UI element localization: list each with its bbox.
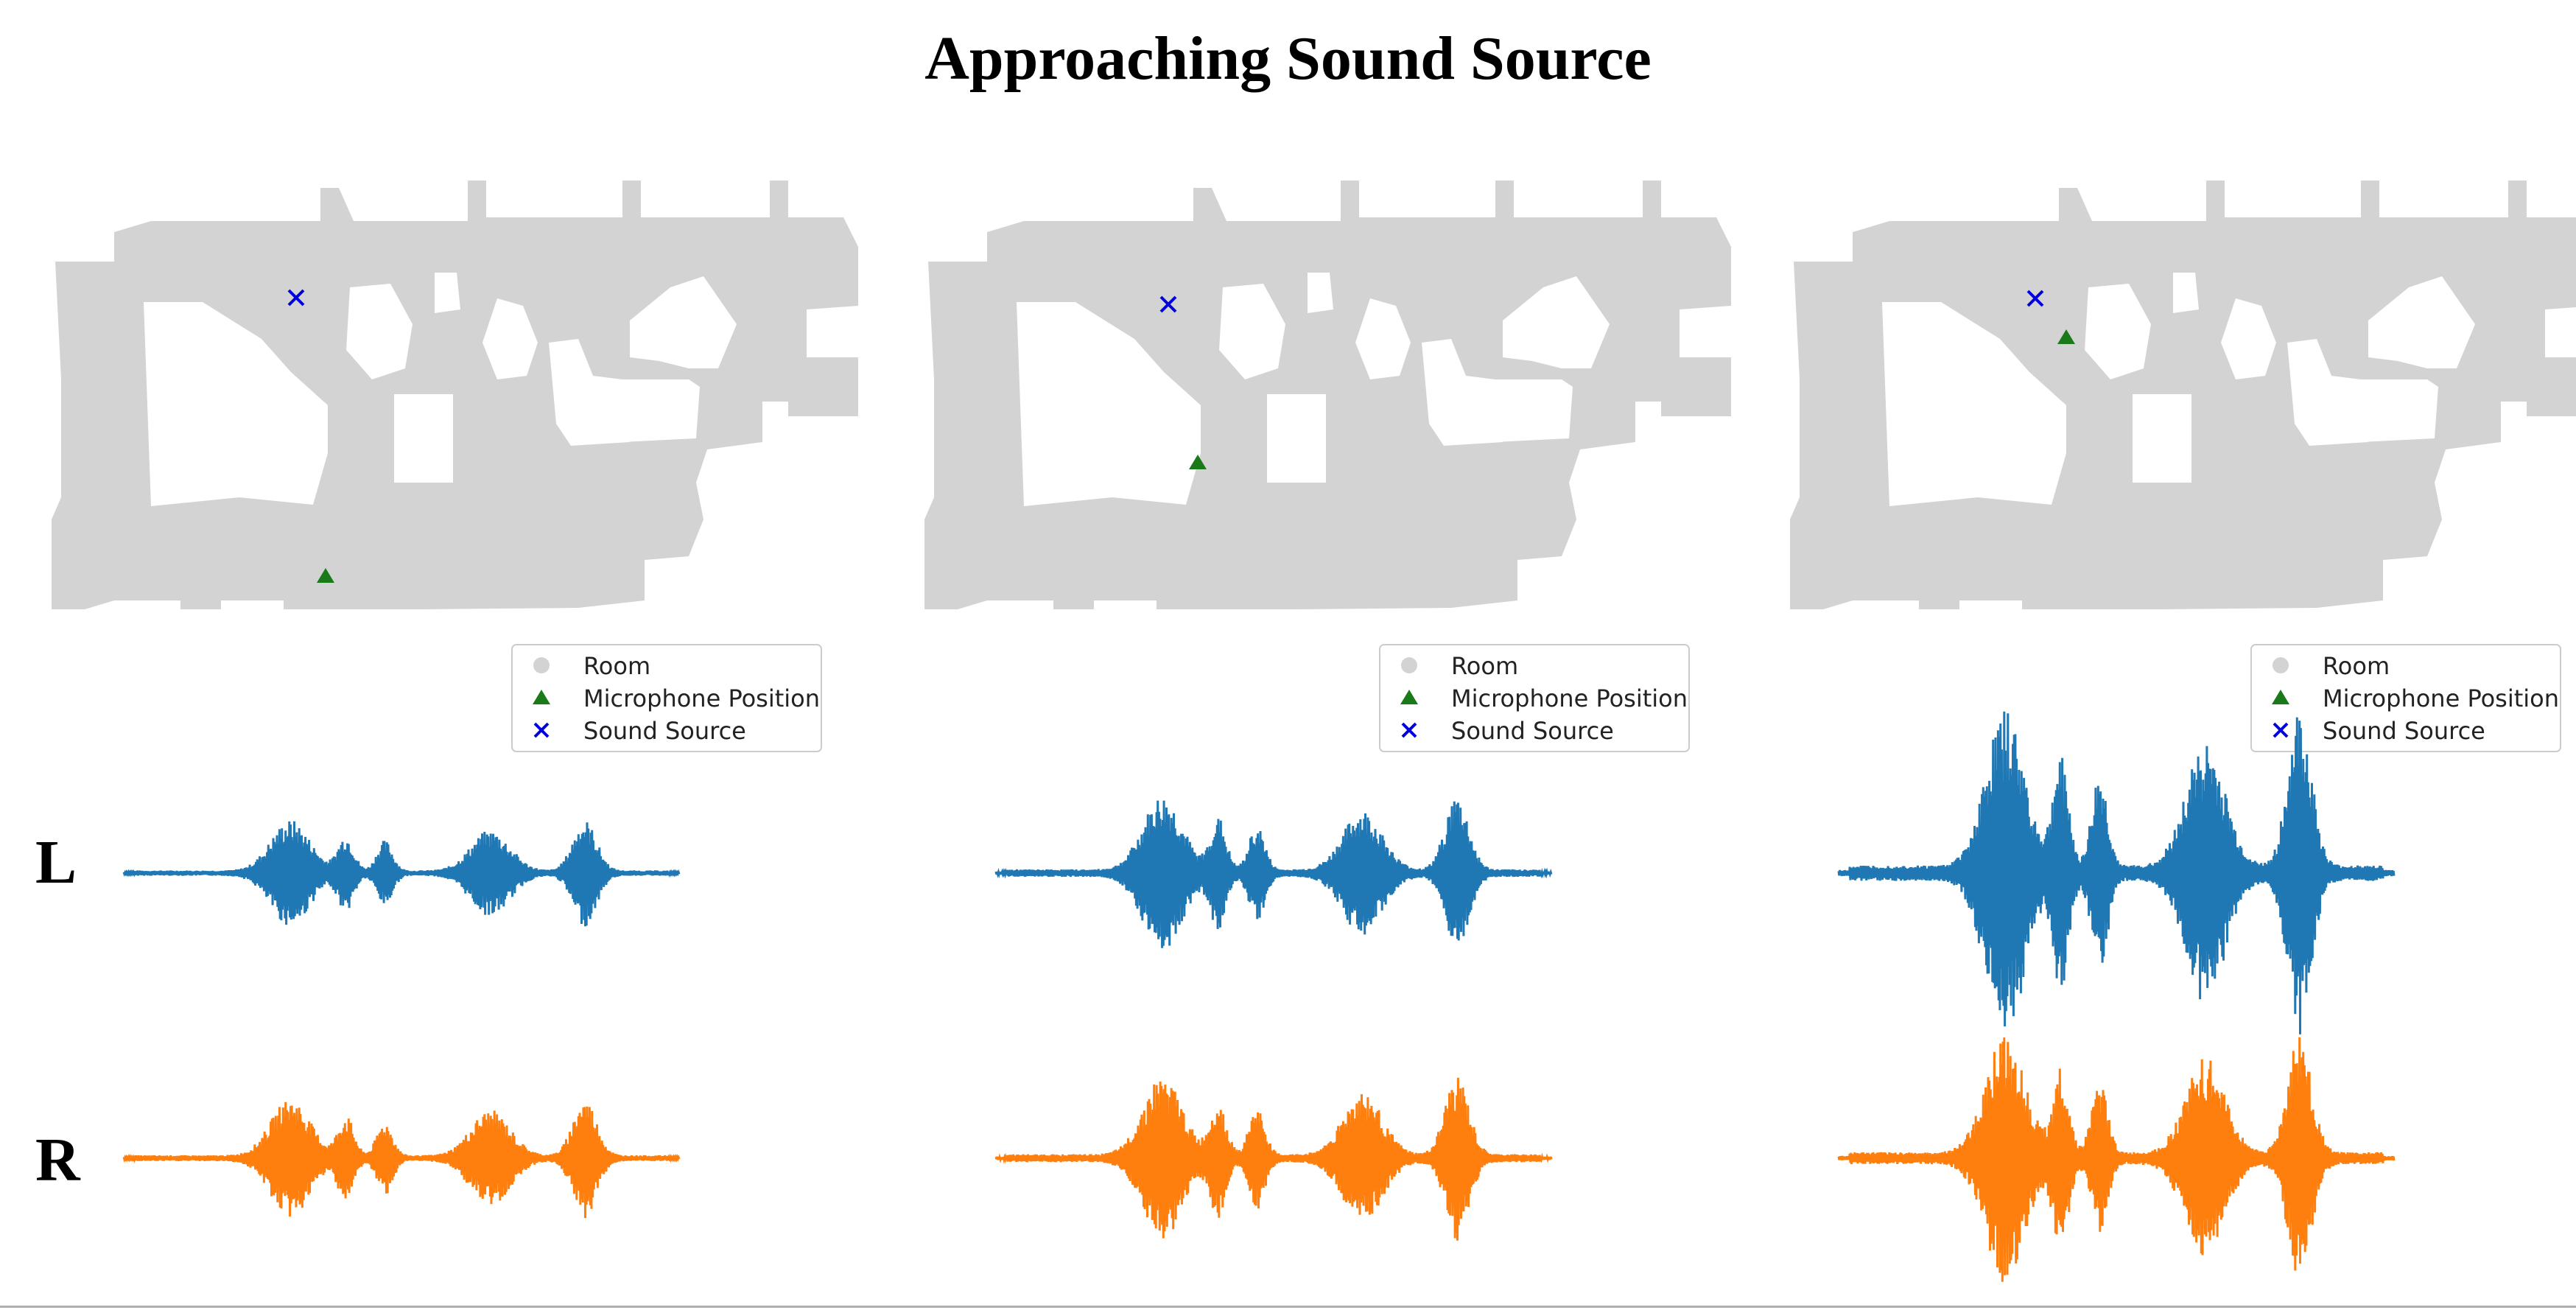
left-waveform-2 (994, 800, 1553, 948)
room-map-3 (1790, 181, 2576, 609)
legend-room-label: Room (583, 652, 650, 680)
right-waveform-3 (1837, 1037, 2396, 1282)
sound-source-marker (287, 289, 305, 307)
left-waveform-3 (1837, 711, 2396, 1034)
right-channel-label: R (35, 1126, 81, 1194)
page-title: Approaching Sound Source (924, 24, 1652, 93)
microphone-legend-icon (1400, 690, 1418, 704)
microphone-marker (317, 568, 334, 583)
room-floor (52, 181, 858, 609)
room-map-2 (924, 181, 1731, 609)
room-legend-icon (2273, 657, 2289, 673)
legend-room-label: Room (1451, 652, 1518, 680)
room-map-1 (52, 181, 858, 609)
legend-source-label: Sound Source (2323, 717, 2485, 745)
microphone-legend-icon (533, 690, 550, 704)
room-floor (924, 181, 1731, 609)
source-legend-icon (533, 722, 550, 738)
microphone-legend-icon (2272, 690, 2289, 704)
legend-1: Room Microphone Position Sound Source (511, 644, 822, 752)
source-legend-icon (2273, 722, 2289, 738)
room-legend-icon (1401, 657, 1417, 673)
legend-3: Room Microphone Position Sound Source (2250, 644, 2561, 752)
microphone-marker (1189, 455, 1207, 469)
legend-microphone-label: Microphone Position (1451, 684, 1688, 712)
legend-microphone-label: Microphone Position (2323, 684, 2559, 712)
microphone-marker (2057, 329, 2075, 344)
waveforms (122, 711, 2396, 1282)
room-legend-icon (533, 657, 550, 673)
legend-room-label: Room (2323, 652, 2390, 680)
legend-microphone-label: Microphone Position (583, 684, 820, 712)
legend-source-label: Sound Source (1451, 717, 1614, 745)
room-floor (1790, 181, 2576, 609)
left-channel-label: L (35, 828, 77, 897)
sound-source-marker (1159, 295, 1177, 313)
source-legend-icon (1401, 722, 1417, 738)
legend-source-label: Sound Source (583, 717, 746, 745)
sound-source-marker (2026, 290, 2044, 307)
bottom-divider (0, 1306, 2576, 1308)
legend-2: Room Microphone Position Sound Source (1379, 644, 1690, 752)
right-waveform-1 (122, 1101, 681, 1219)
left-waveform-1 (122, 821, 681, 927)
right-waveform-2 (994, 1077, 1553, 1241)
